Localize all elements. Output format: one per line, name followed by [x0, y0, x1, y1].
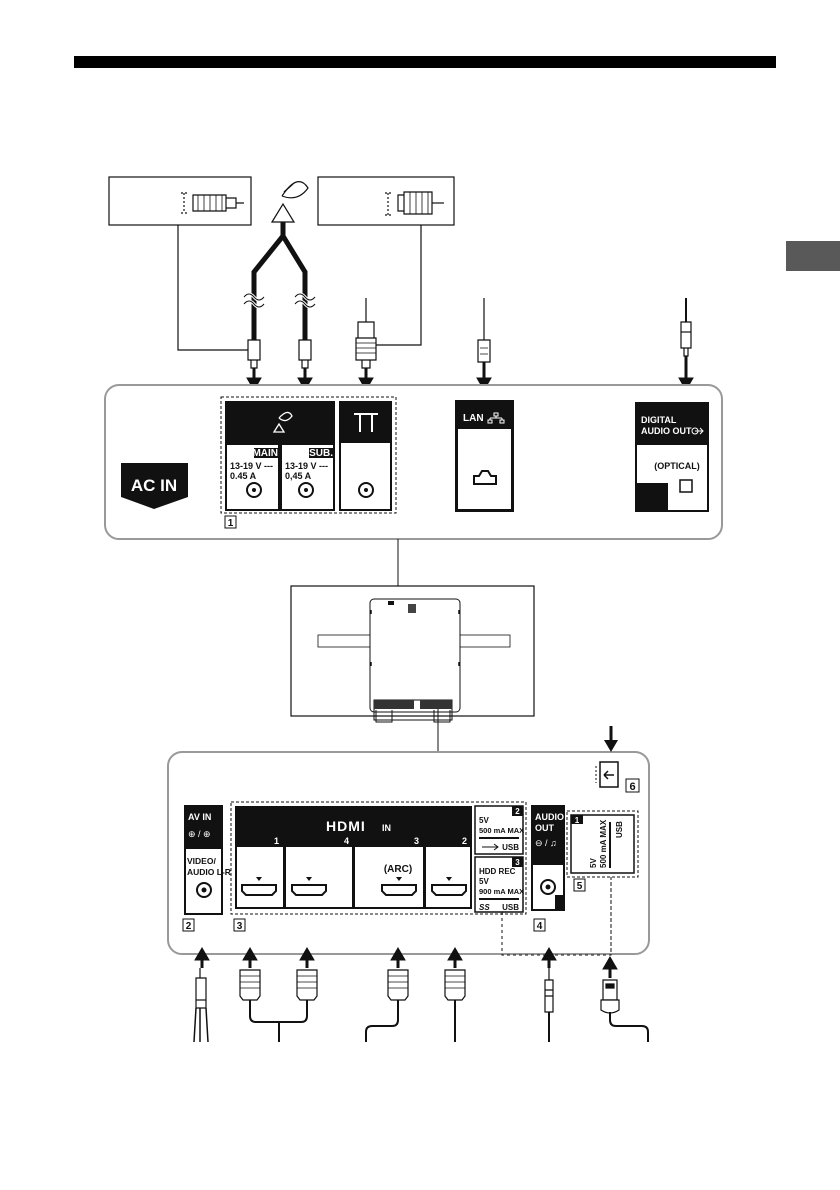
hdmi-port-1[interactable] — [241, 884, 277, 896]
hdmi-port-4[interactable] — [291, 884, 327, 896]
satellite-port-group — [220, 396, 397, 514]
callout-5: 5 — [577, 881, 583, 892]
usb-icon — [482, 843, 499, 851]
hdmi-port-number-2: 2 — [462, 836, 467, 846]
side-tab — [786, 241, 840, 271]
usb-1-group — [566, 810, 639, 878]
av-in-label: AV IN — [188, 812, 211, 822]
hdmi-port-number-1: 1 — [274, 836, 279, 846]
optical-port[interactable] — [679, 479, 693, 493]
usb2-number: 2 — [515, 807, 520, 816]
video-audio-line2: AUDIO L-R — [187, 867, 231, 877]
top-connector-panel — [104, 384, 723, 540]
lan-block: LAN — [455, 400, 514, 512]
audio-out-line2: OUT — [535, 823, 555, 833]
usb3-volt: 5V — [479, 877, 489, 886]
callout-3: 3 — [237, 921, 243, 932]
usb-3-block: 3 HDD REC 5V 900 mA MAX SS USB — [474, 856, 524, 913]
audio-out-block: AUDIO OUT ⊖ / ♫ — [531, 805, 565, 911]
video-audio-line1: VIDEO/ — [187, 856, 216, 866]
optical-label: (OPTICAL) — [654, 461, 700, 471]
usb1-label: USB — [615, 821, 624, 838]
main-spec-line1: 13-19 V --- — [230, 461, 273, 471]
usb3-label: USB — [502, 903, 519, 912]
tv-rear-view — [290, 539, 535, 752]
header-bar — [74, 56, 776, 68]
top-cables — [108, 176, 692, 369]
hdmi-port-number-3: 3 — [414, 836, 419, 846]
hdmi-port-number-4: 4 — [344, 836, 349, 846]
satellite-block: MAIN SUB. MAIN SUB. 13-19 V --- 0.45 A 1… — [225, 401, 335, 511]
callout-2: 2 — [186, 921, 192, 932]
sub-spec-line1: 13-19 V --- — [285, 461, 328, 471]
usb1-current: 500 mA MAX — [599, 819, 608, 868]
digital-audio-line1: DIGITAL — [641, 415, 677, 425]
ac-in-label: AC IN — [131, 476, 177, 495]
lan-port[interactable] — [473, 470, 497, 485]
hdmi-port-3[interactable] — [381, 884, 417, 896]
sub-label: SUB. — [309, 448, 333, 459]
hdmi-cable-plugs — [239, 969, 466, 1001]
usb2-current: 500 mA MAX — [479, 826, 524, 835]
usb-2-block: 2 5V 500 mA MAX USB — [474, 805, 524, 855]
callout-6: 6 — [629, 781, 635, 793]
network-icon — [487, 412, 505, 424]
main-label: MAIN — [252, 448, 278, 459]
usb3-ss: SS — [479, 903, 490, 912]
usb3-current: 900 mA MAX — [479, 887, 524, 896]
satellite-dish-icon — [272, 411, 293, 433]
hdmi-port-2[interactable] — [431, 884, 467, 896]
hdmi-block: HDMI IN 1 4 3 2 (ARC) — [235, 806, 472, 909]
usb3-number: 3 — [515, 858, 520, 867]
arc-label: (ARC) — [384, 864, 412, 875]
antenna-block — [339, 401, 392, 511]
hdmi-usb-group — [230, 801, 527, 915]
terrestrial-connector-info-box — [317, 176, 455, 226]
bottom-arrows — [194, 947, 618, 978]
hdmi-in-label: IN — [382, 823, 391, 833]
usb1-number: 1 — [575, 816, 580, 825]
audio-out-line1: AUDIO — [535, 812, 564, 822]
svg-text:⊖ / ♫: ⊖ / ♫ — [535, 838, 557, 848]
usb1-volt: 5V — [589, 858, 598, 868]
usb2-label: USB — [502, 843, 519, 852]
svg-text:⊕ / ⊕: ⊕ / ⊕ — [188, 829, 211, 839]
satellite-connector-info-box — [108, 176, 252, 226]
bottom-cables — [193, 968, 649, 1043]
lan-label: LAN — [463, 413, 484, 424]
usb-callout-6: 6 — [595, 726, 640, 793]
callout-1: 1 — [228, 518, 234, 529]
hdmi-logo: HDMI — [326, 818, 366, 834]
av-in-block: AV IN ⊕ / ⊕ VIDEO/ AUDIO L-R — [184, 805, 231, 915]
audio-out-icon — [691, 427, 704, 435]
usb-1-block: 1 5V 500 mA MAX USB — [570, 814, 635, 874]
usb2-volt: 5V — [479, 816, 489, 825]
main-spec-line2: 0.45 A — [230, 471, 257, 481]
callout-4: 4 — [537, 921, 543, 932]
digital-audio-line2: AUDIO OUT — [641, 426, 692, 436]
ac-in-badge: AC IN — [121, 463, 188, 509]
digital-audio-out-block: DIGITAL AUDIO OUT (OPTICAL) — [635, 402, 709, 512]
antenna-icon — [354, 413, 378, 432]
sub-spec-line2: 0,45 A — [285, 471, 312, 481]
usb3-title: HDD REC — [479, 867, 516, 876]
